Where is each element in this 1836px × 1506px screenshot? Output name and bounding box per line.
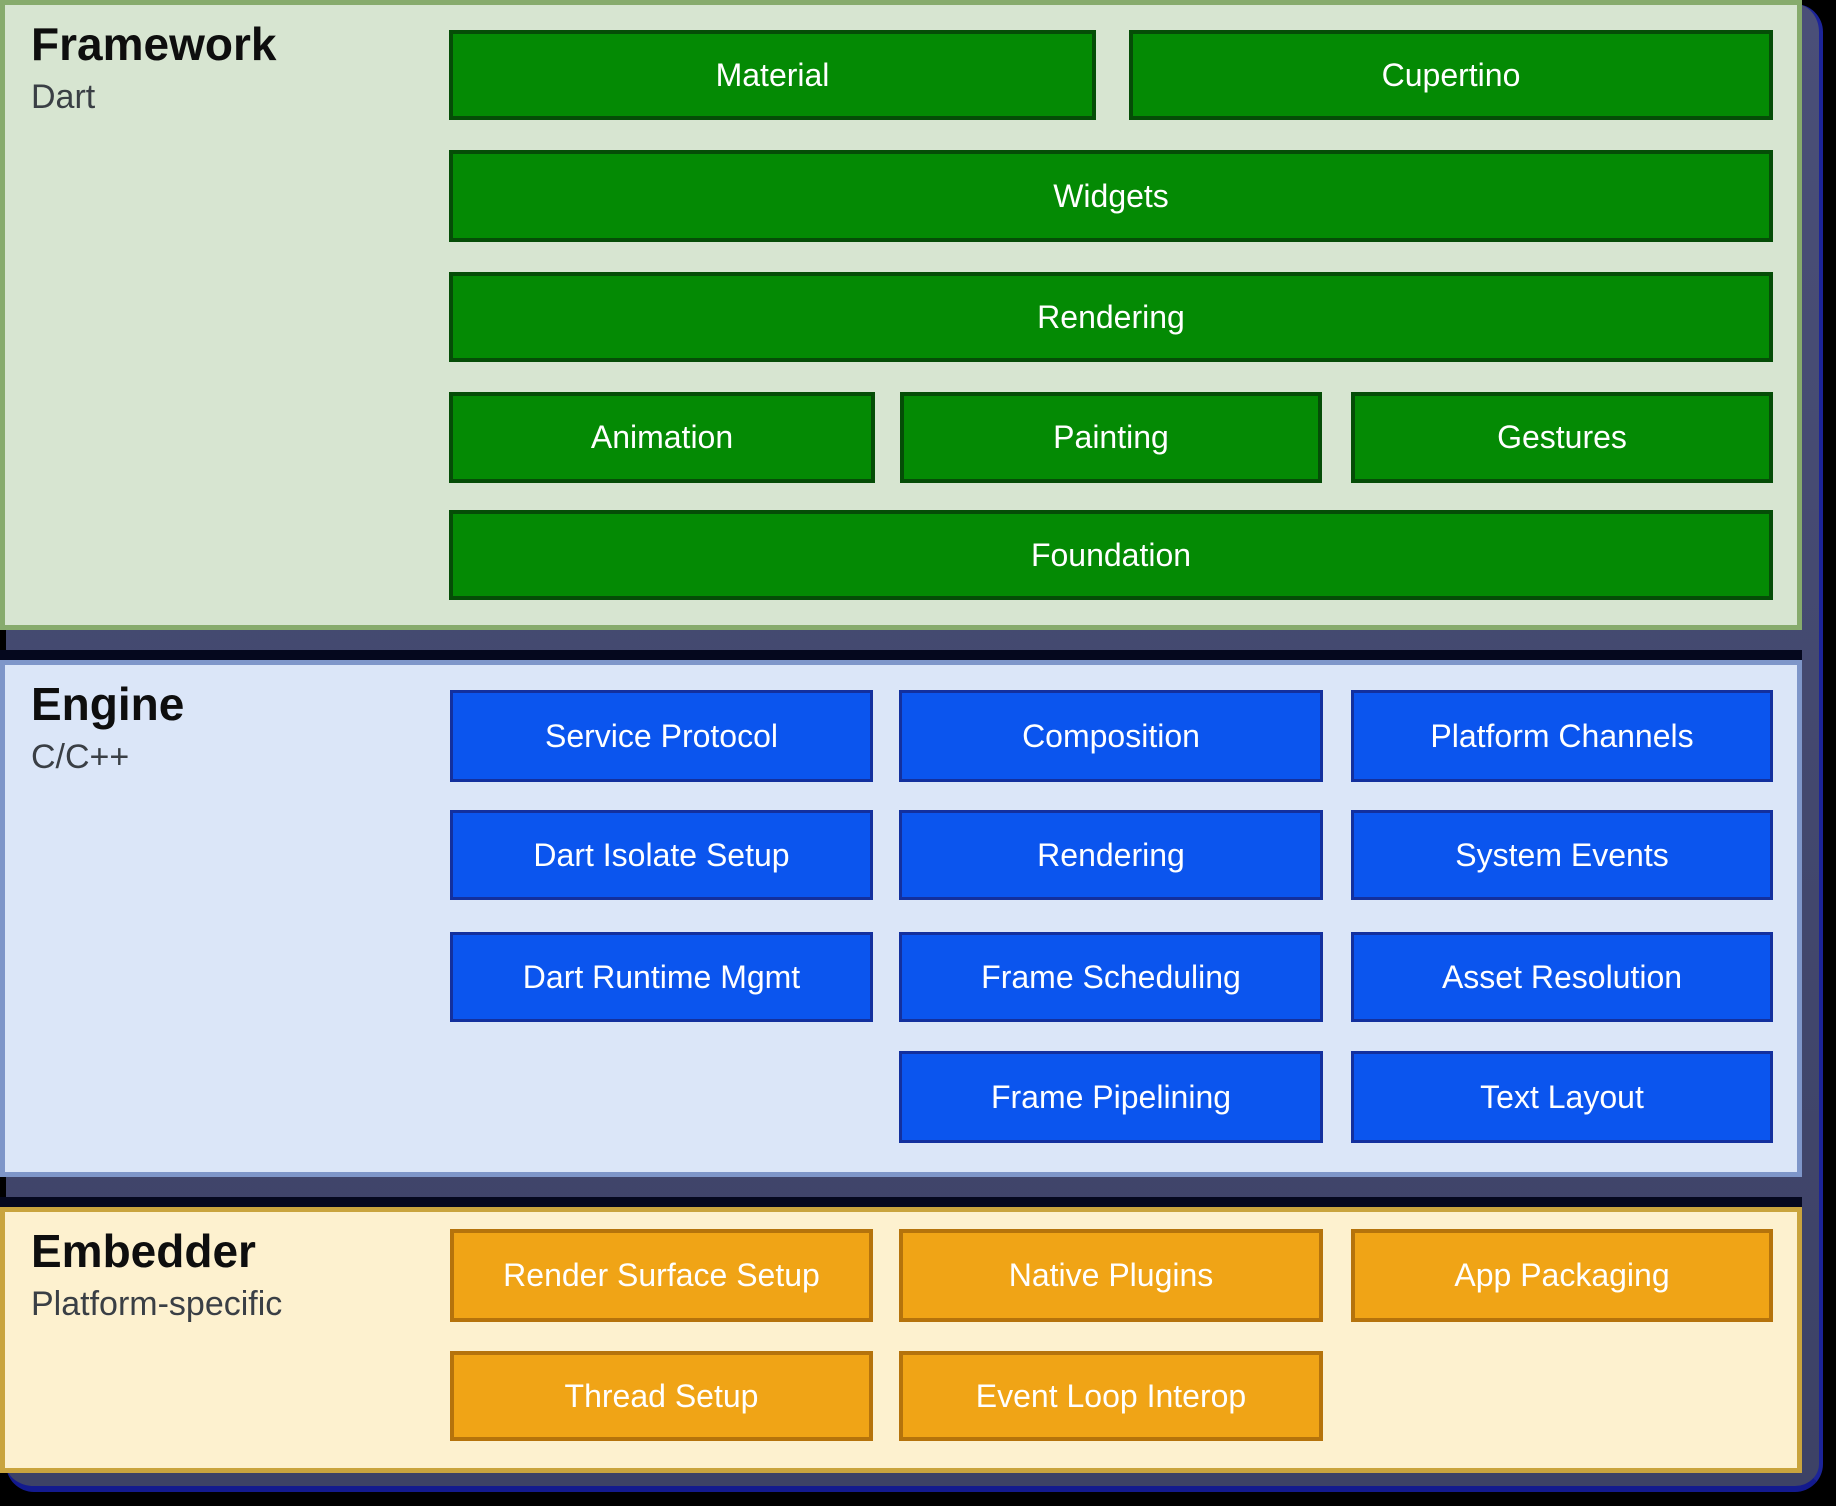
engine-layer: Engine C/C++ Service Protocol Compositio… <box>0 660 1802 1177</box>
framework-box-material: Material <box>449 30 1096 120</box>
framework-title: Framework <box>31 18 277 70</box>
engine-box-composition: Composition <box>899 690 1323 782</box>
embedder-box-event-loop-interop: Event Loop Interop <box>899 1351 1323 1441</box>
engine-box-dart-isolate-setup: Dart Isolate Setup <box>450 810 873 900</box>
engine-box-platform-channels: Platform Channels <box>1351 690 1773 782</box>
framework-box-animation: Animation <box>449 392 875 483</box>
engine-subtitle: C/C++ <box>31 738 130 777</box>
engine-box-text-layout: Text Layout <box>1351 1051 1773 1143</box>
embedder-box-app-packaging: App Packaging <box>1351 1229 1773 1322</box>
framework-box-gestures: Gestures <box>1351 392 1773 483</box>
framework-box-widgets: Widgets <box>449 150 1773 242</box>
framework-box-foundation: Foundation <box>449 510 1773 600</box>
embedder-title: Embedder <box>31 1225 256 1277</box>
embedder-box-thread-setup: Thread Setup <box>450 1351 873 1441</box>
engine-box-rendering: Rendering <box>899 810 1323 900</box>
embedder-layer: Embedder Platform-specific Render Surfac… <box>0 1207 1802 1473</box>
framework-box-cupertino: Cupertino <box>1129 30 1773 120</box>
engine-header: Engine C/C++ <box>31 677 184 779</box>
engine-box-system-events: System Events <box>1351 810 1773 900</box>
engine-box-service-protocol: Service Protocol <box>450 690 873 782</box>
engine-title: Engine <box>31 678 185 730</box>
embedder-header: Embedder Platform-specific <box>31 1224 282 1326</box>
framework-subtitle: Dart <box>31 78 96 117</box>
engine-box-asset-resolution: Asset Resolution <box>1351 932 1773 1022</box>
engine-box-frame-scheduling: Frame Scheduling <box>899 932 1323 1022</box>
embedder-box-render-surface-setup: Render Surface Setup <box>450 1229 873 1322</box>
engine-box-frame-pipelining: Frame Pipelining <box>899 1051 1323 1143</box>
framework-box-rendering: Rendering <box>449 272 1773 362</box>
framework-header: Framework Dart <box>31 17 276 119</box>
framework-box-painting: Painting <box>900 392 1322 483</box>
framework-layer: Framework Dart Material Cupertino Widget… <box>0 0 1802 630</box>
embedder-box-native-plugins: Native Plugins <box>899 1229 1323 1322</box>
engine-box-dart-runtime-mgmt: Dart Runtime Mgmt <box>450 932 873 1022</box>
embedder-subtitle: Platform-specific <box>31 1285 283 1324</box>
